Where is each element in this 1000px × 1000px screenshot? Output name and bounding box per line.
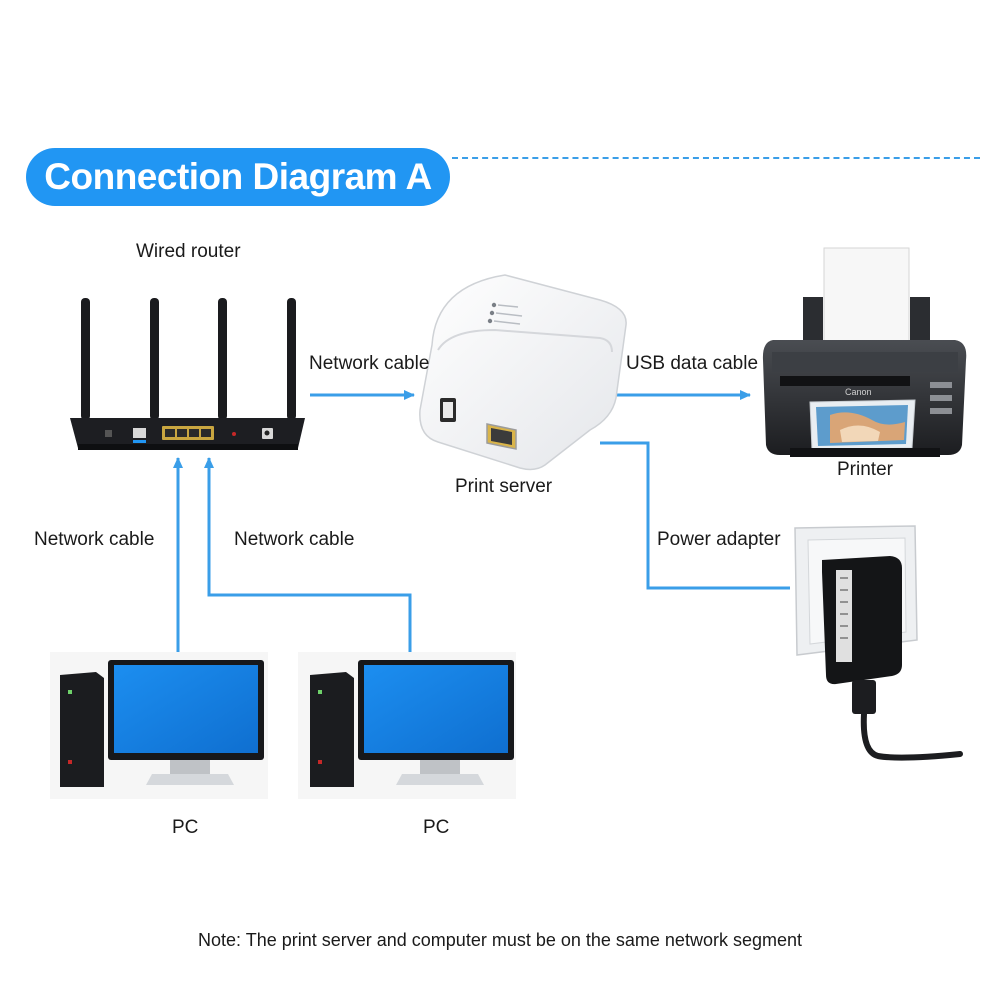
router-icon: [70, 298, 305, 450]
printer-icon: Canon: [762, 247, 967, 457]
label-network-cable-pc1: Network cable: [34, 529, 155, 550]
pc-icon: [298, 652, 516, 799]
pc2-to-router-arrow: [204, 457, 412, 652]
title-dashed-rule: [452, 157, 980, 159]
footnote: Note: The print server and computer must…: [198, 930, 802, 950]
pc-icon: [50, 652, 268, 799]
label-print-server: Print server: [455, 476, 553, 497]
svg-text:Canon: Canon: [845, 387, 872, 397]
label-usb-data-cable: USB data cable: [626, 353, 759, 374]
diagram-title: Connection Diagram A: [44, 156, 432, 197]
power-adapter-icon: [794, 525, 963, 761]
label-printer: Printer: [837, 459, 893, 480]
label-network-cable-router-server: Network cable: [309, 353, 430, 374]
title-badge: Connection Diagram A: [26, 148, 450, 206]
label-pc1: PC: [172, 817, 199, 838]
label-power-adapter: Power adapter: [657, 529, 781, 550]
print-server-icon: [419, 274, 627, 471]
server-to-adapter-line: [600, 441, 790, 590]
label-wired-router: Wired router: [136, 241, 241, 262]
label-pc2: PC: [423, 817, 450, 838]
label-network-cable-pc2: Network cable: [234, 529, 355, 550]
connection-lines: [173, 390, 790, 652]
